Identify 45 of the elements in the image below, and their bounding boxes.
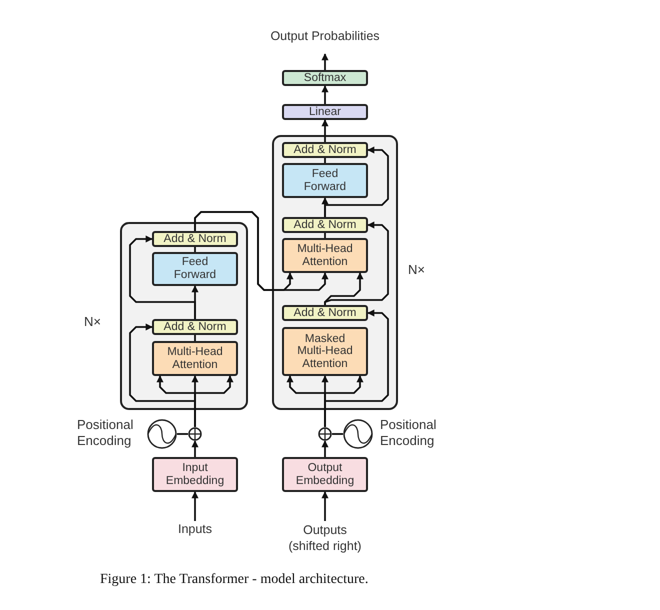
add-norm-box: Add & Norm [282, 142, 368, 158]
embedding-box: Output Embedding [282, 457, 368, 492]
connector-line [324, 233, 326, 238]
sine-wave-symbol [343, 419, 373, 449]
attention-box: Multi-Head Attention [152, 341, 238, 376]
arrow [192, 491, 198, 521]
arrow [322, 53, 328, 70]
sine-wave-symbol [147, 419, 177, 449]
side-label: Positional Encoding [380, 417, 438, 450]
connector-line [177, 433, 188, 435]
repeat-count-label: N× [408, 262, 426, 278]
add-norm-box: Add & Norm [152, 231, 238, 247]
repeat-count-label: N× [84, 314, 102, 330]
linear-box: Linear [282, 104, 368, 120]
connector-line [194, 335, 196, 341]
attention-box: Masked Multi-Head Attention [282, 327, 368, 376]
arrow [129, 236, 196, 319]
arrow [194, 211, 328, 291]
add-norm-box: Add & Norm [282, 305, 368, 321]
figure-caption: Figure 1: The Transformer - model architecture. [100, 572, 368, 588]
arrow [192, 440, 198, 457]
arrow [322, 440, 328, 457]
output-label: Outputs (shifted right) [281, 521, 369, 557]
embedding-box: Input Embedding [152, 457, 238, 492]
addition-symbol [318, 427, 332, 441]
connector-line [194, 247, 196, 252]
add-norm-box: Add & Norm [152, 319, 238, 335]
add-norm-box: Add & Norm [282, 217, 368, 233]
arrow [322, 85, 328, 104]
addition-symbol [188, 427, 202, 441]
side-label: Positional Encoding [77, 417, 134, 450]
input-label: Inputs [160, 521, 230, 539]
output-label: Output Probabilities [270, 20, 380, 54]
arrow [322, 119, 328, 142]
arrow [322, 491, 328, 521]
arrow [324, 222, 389, 305]
softmax-box: Softmax [282, 70, 368, 86]
layer-stack-panel [120, 222, 248, 410]
connector-line [332, 433, 343, 435]
connector-line [324, 158, 326, 163]
arrow [324, 146, 389, 217]
feed-forward-box: Feed Forward [282, 163, 368, 198]
feed-forward-box: Feed Forward [152, 252, 238, 286]
layer-stack-panel [272, 135, 398, 410]
attention-box: Multi-Head Attention [282, 238, 368, 273]
